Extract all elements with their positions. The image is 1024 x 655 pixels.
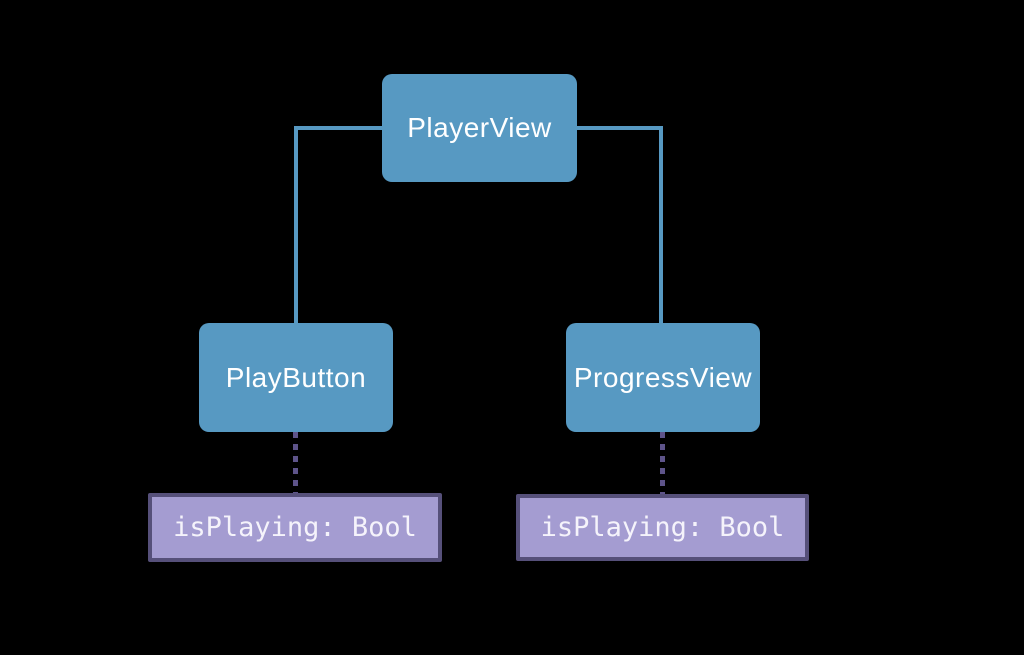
node-progressview-label: ProgressView — [573, 361, 753, 393]
node-playbutton-label: PlayButton — [225, 361, 367, 393]
state-box-playbutton-label: isPlaying: Bool — [173, 512, 417, 543]
node-progressview: ProgressView — [566, 323, 760, 432]
connector-playerview-progressview — [577, 126, 663, 323]
connector-playerview-playbutton — [294, 126, 382, 323]
dashed-connector-playbutton-state — [293, 432, 298, 493]
state-box-playbutton: isPlaying: Bool — [148, 493, 442, 562]
state-box-progressview: isPlaying: Bool — [516, 494, 809, 561]
state-box-progressview-label: isPlaying: Bool — [540, 512, 785, 543]
node-playerview: PlayerView — [382, 74, 577, 182]
node-playerview-label: PlayerView — [407, 112, 552, 143]
dashed-connector-progressview-state — [660, 432, 665, 494]
node-playbutton: PlayButton — [199, 323, 393, 432]
